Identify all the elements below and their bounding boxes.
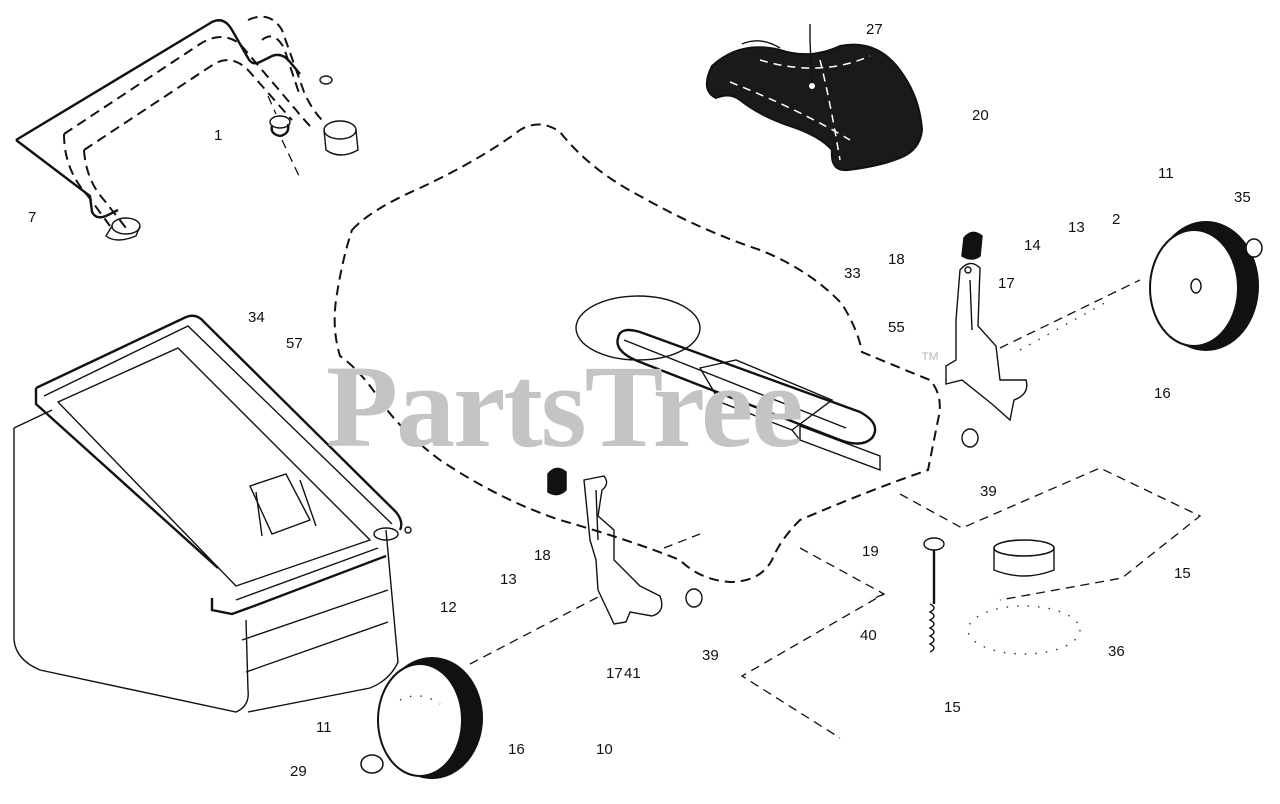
rear-wheel-assembly[interactable]: 11 35 2 13 14 17 16 xyxy=(945,165,1263,448)
label-wheel-14: 14 xyxy=(1024,237,1041,254)
label-wheel-16-top: 16 xyxy=(1154,385,1171,402)
label-front-10: 10 xyxy=(596,741,613,758)
watermark-brand: PartsTree xyxy=(326,341,802,472)
handle-assembly[interactable]: 7 1 xyxy=(15,15,359,241)
label-wheel-13-top: 13 xyxy=(1068,219,1085,236)
label-deck-39-top: 39 xyxy=(980,483,997,500)
label-handle-7: 7 xyxy=(28,209,36,226)
grass-bag[interactable]: 34 57 xyxy=(13,309,412,713)
label-cover-27: 27 xyxy=(866,21,883,38)
label-front-41: 41 xyxy=(624,665,641,682)
label-front-13: 13 xyxy=(500,571,517,588)
label-bag-57: 57 xyxy=(286,335,303,352)
label-blade-15-bottom: 15 xyxy=(944,699,961,716)
mower-deck[interactable]: 33 18 55 xyxy=(333,123,941,584)
label-front-11: 11 xyxy=(316,719,332,736)
label-front-12: 12 xyxy=(440,599,457,616)
label-wheel-35: 35 xyxy=(1234,189,1251,206)
label-wheel-11-top: 11 xyxy=(1158,165,1174,182)
label-front-16: 16 xyxy=(508,741,525,758)
label-deck-33: 33 xyxy=(844,265,861,282)
label-blade-19: 19 xyxy=(862,543,879,560)
label-handle-1: 1 xyxy=(214,127,222,144)
rear-cover[interactable]: 27 20 xyxy=(705,21,989,172)
label-deck-55: 55 xyxy=(888,319,905,336)
label-blade-15-right: 15 xyxy=(1174,565,1191,582)
label-bag-34: 34 xyxy=(248,309,265,326)
label-front-39: 39 xyxy=(702,647,719,664)
label-blade-40: 40 xyxy=(860,627,877,644)
label-wheel-2: 2 xyxy=(1112,211,1120,228)
front-wheel-assembly[interactable]: 18 13 12 17 41 39 11 16 10 29 xyxy=(290,467,719,780)
watermark-trademark: ™ xyxy=(920,349,940,371)
label-blade-36: 36 xyxy=(1108,643,1125,660)
label-front-17: 17 xyxy=(606,665,623,682)
label-deck-18-top: 18 xyxy=(888,251,905,268)
label-cover-20: 20 xyxy=(972,107,989,124)
blade-assembly[interactable]: 39 19 15 40 36 15 xyxy=(740,467,1202,739)
label-front-29: 29 xyxy=(290,763,307,780)
label-front-18: 18 xyxy=(534,547,551,564)
label-wheel-17-top: 17 xyxy=(998,275,1015,292)
partstree-watermark: PartsTree ™ xyxy=(326,341,940,472)
